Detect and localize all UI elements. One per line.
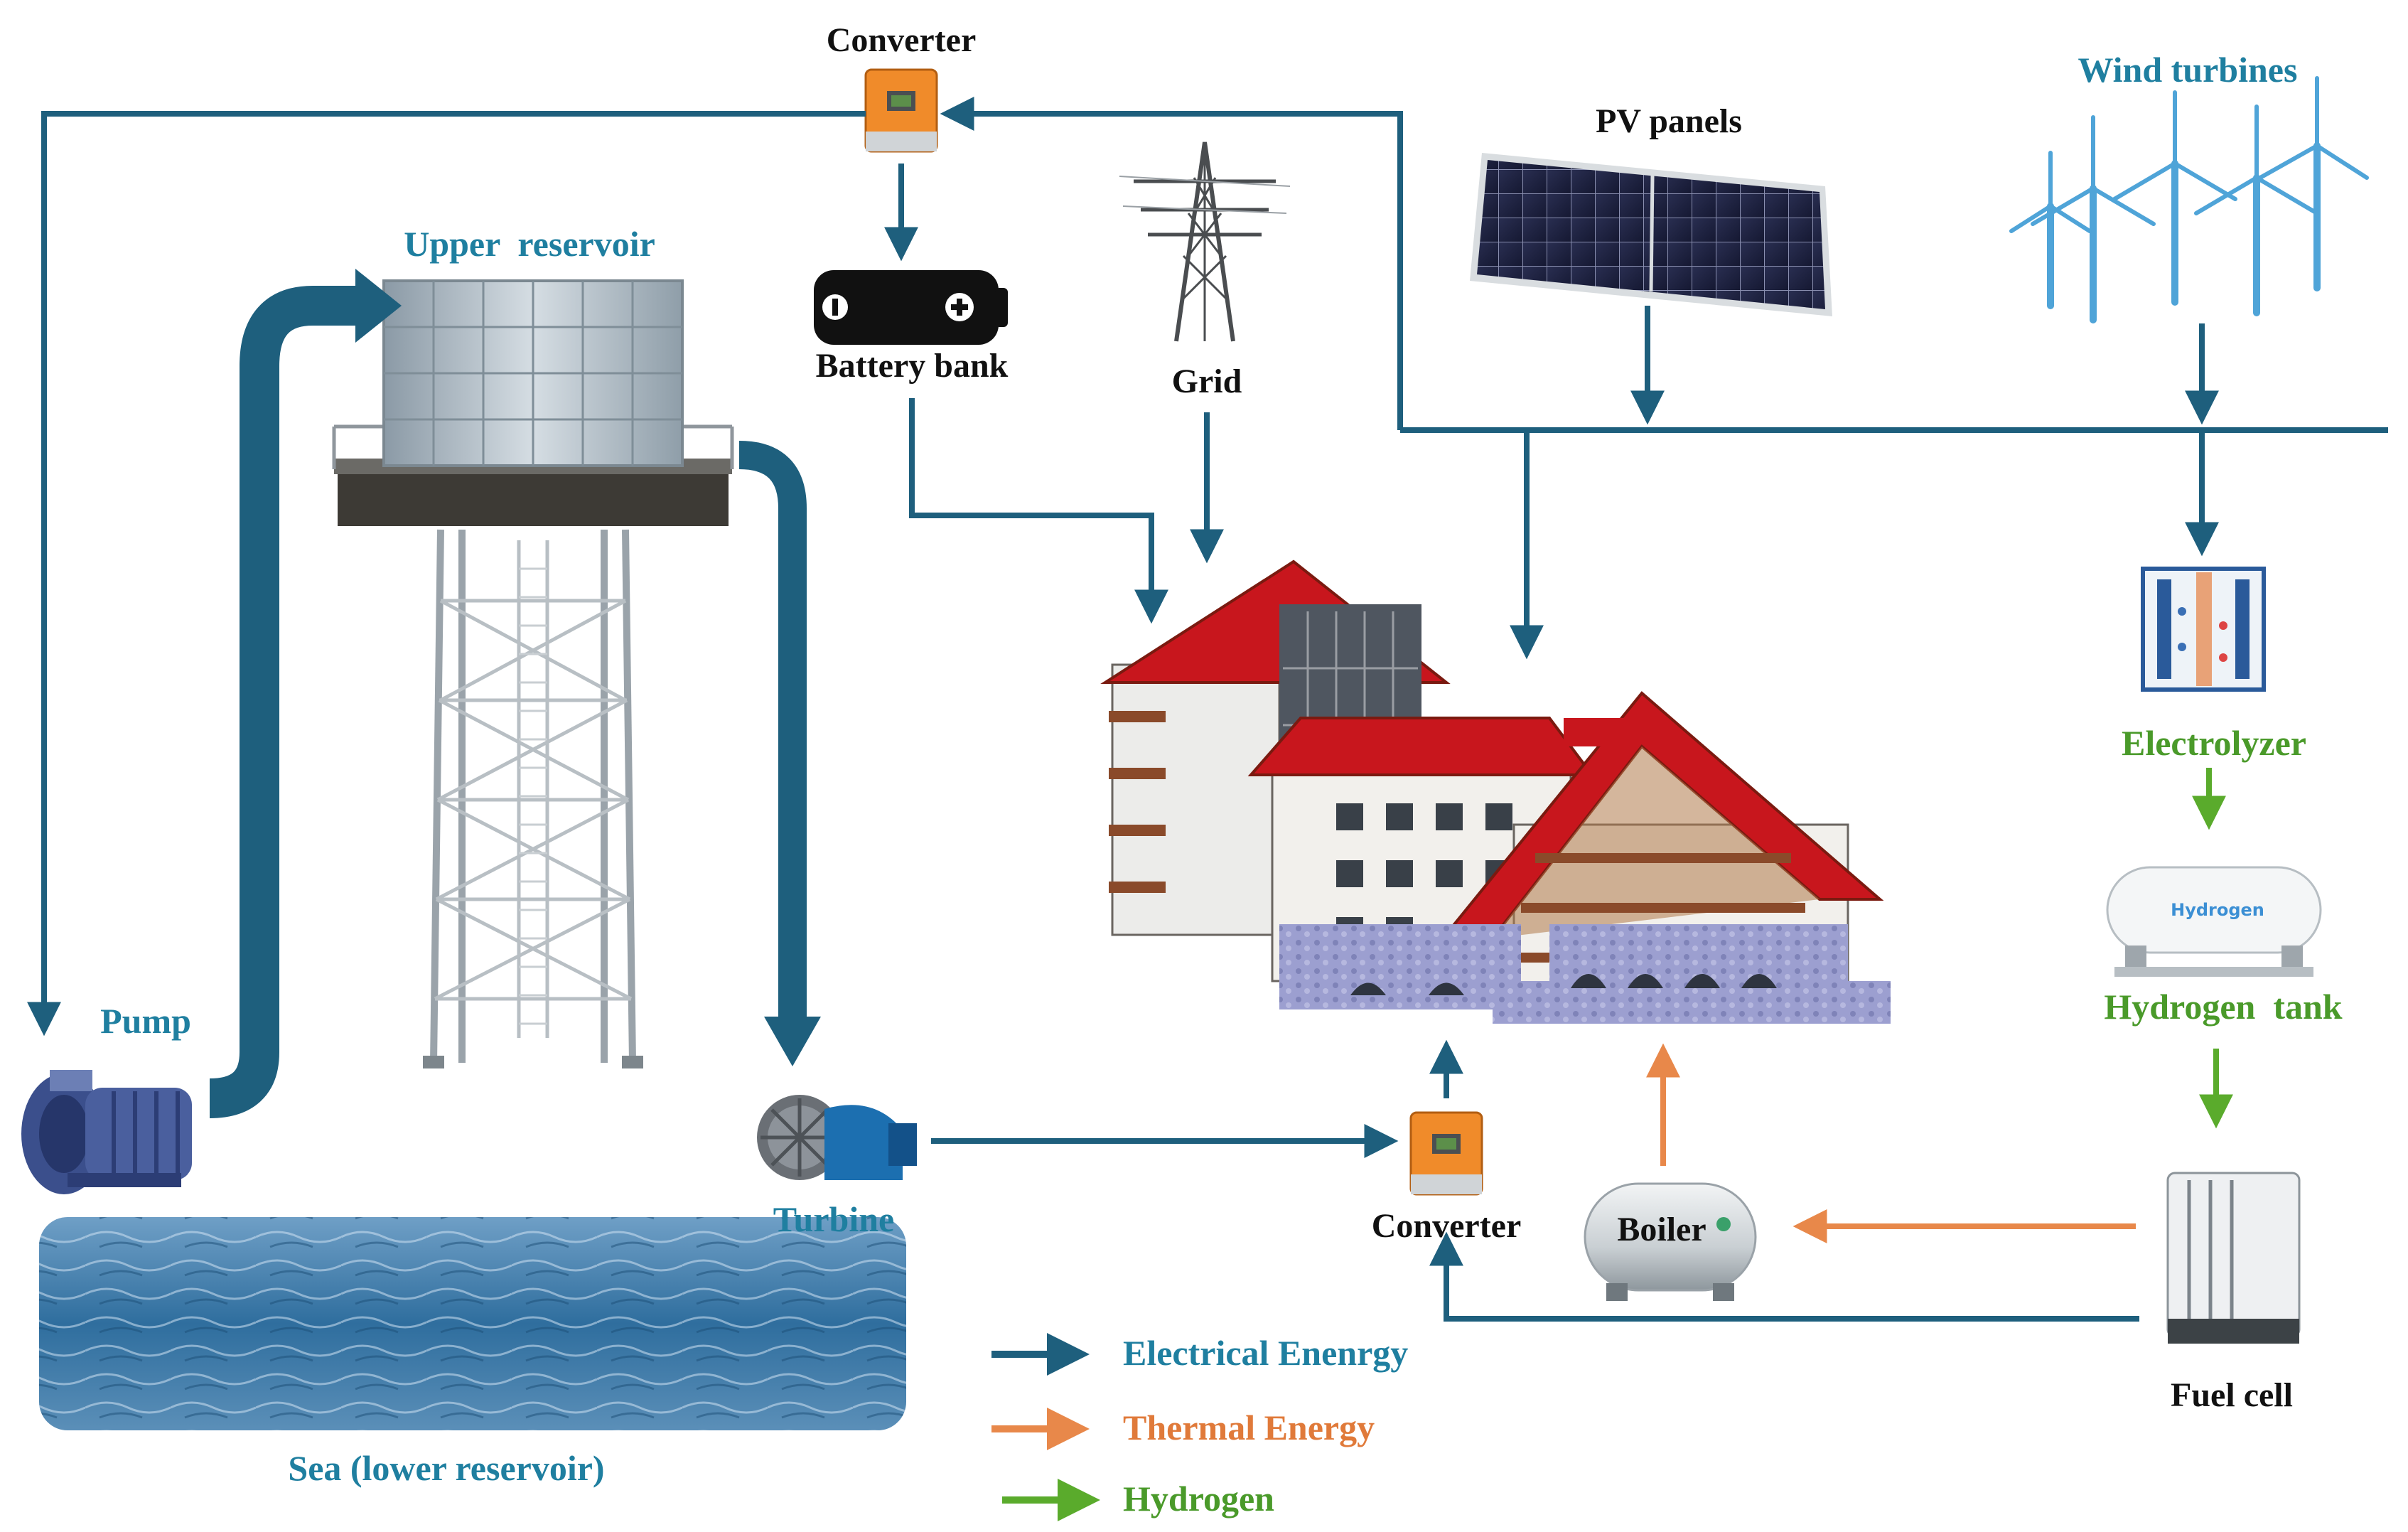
sea-icon [39, 1217, 906, 1430]
thermal-lines [1646, 1043, 2136, 1243]
grid-label: Grid [1172, 363, 1242, 400]
water-tower-icon [332, 279, 734, 1068]
electrolyzer-icon [2141, 567, 2266, 692]
electrolyzer-label: Electrolyzer [2122, 723, 2306, 763]
legend-item-hydrogen: Hydrogen [1002, 1479, 1274, 1521]
tank-brand-text: Hydrogen [2171, 900, 2264, 920]
hydrogen-lines [2192, 768, 2233, 1129]
reservoir-to-turbine-pipe [738, 441, 821, 1066]
legend-item-thermal: Thermal Energy [991, 1408, 1375, 1450]
pump-label: Pump [100, 1001, 191, 1041]
upper-reservoir-label: Upper reservoir [404, 224, 655, 264]
wind-label: Wind turbines [2078, 50, 2298, 90]
battery-icon [814, 270, 1008, 345]
boiler-label: Boiler [1617, 1211, 1706, 1248]
legend-item-electrical: Electrical Enenrgy [991, 1333, 1408, 1376]
legend: Electrical Enenrgy Thermal Energy Hydrog… [991, 1333, 1408, 1521]
bottom-converter-icon [1409, 1111, 1483, 1196]
hydro-turbine-icon [757, 1095, 917, 1180]
electrical-lines [27, 97, 2388, 1322]
transmission-tower-icon [1119, 141, 1291, 342]
battery-label: Battery bank [816, 347, 1009, 385]
pump-icon [21, 1070, 192, 1194]
legend-label-hydrogen: Hydrogen [1123, 1479, 1274, 1518]
fuel-cell-label: Fuel cell [2171, 1376, 2293, 1414]
solar-panel-icon [1470, 153, 1832, 316]
boiler-icon [1584, 1182, 1757, 1301]
turbine-label: Turbine [773, 1199, 894, 1239]
legend-label-electrical: Electrical Enenrgy [1123, 1333, 1408, 1373]
pv-label: PV panels [1596, 102, 1742, 140]
top-converter-icon [864, 68, 938, 153]
hotel-building-icon [1100, 559, 1891, 1024]
hydrogen-tank-icon: Hydrogen [2106, 866, 2322, 977]
fuel-cell-icon [2166, 1172, 2301, 1344]
converter-top-label: Converter [827, 21, 977, 59]
wind-turbine-icon [2009, 76, 2369, 323]
sea-label: Sea (lower reservoir) [288, 1448, 604, 1488]
hydrogen-tank-label: Hydrogen tank [2104, 987, 2342, 1027]
legend-label-thermal: Thermal Energy [1123, 1408, 1375, 1447]
pump-to-reservoir-pipe [208, 269, 402, 1118]
converter-bottom-label: Converter [1372, 1207, 1522, 1245]
